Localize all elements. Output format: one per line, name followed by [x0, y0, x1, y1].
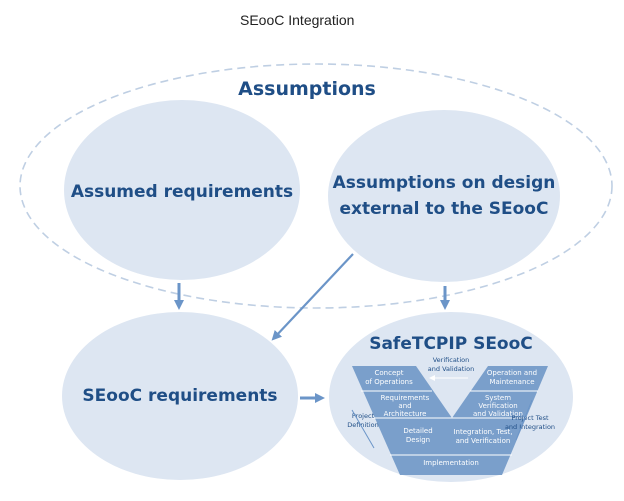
- requirements-line1: Requirements: [381, 394, 430, 402]
- integration-line2: and Verification: [456, 437, 511, 445]
- assumed-requirements-label: Assumed requirements: [71, 182, 293, 202]
- requirements-line3: Architecture: [384, 410, 427, 418]
- system-vv-line3: and Validation: [473, 410, 523, 418]
- system-vv-line2: Verification: [478, 402, 517, 410]
- verification-validation-line2: and Validation: [428, 365, 474, 373]
- concept-line2: of Operations: [365, 378, 413, 386]
- project-definition-line2: Definition: [347, 421, 378, 429]
- detailed-design-line2: Design: [406, 436, 430, 444]
- operation-line1: Operation and: [487, 369, 537, 377]
- assumptions-label: Assumptions: [238, 78, 376, 100]
- assumptions-design-ellipse: [328, 110, 560, 282]
- assumptions-boundary: [19, 63, 613, 309]
- implementation-label: Implementation: [423, 459, 479, 467]
- assumed-requirements-ellipse: [64, 100, 300, 280]
- seooc-requirements-ellipse: [62, 312, 298, 480]
- assumptions-design-line2: external to the SEooC: [340, 199, 549, 219]
- project-definition-arrow: [351, 409, 375, 449]
- seooc-requirements-label: SEooC requirements: [82, 386, 277, 406]
- page-title: SEooC Integration: [240, 12, 355, 28]
- project-test-line1: Project Test: [511, 414, 549, 422]
- v-model: Concept of Operations Requirements and A…: [352, 366, 548, 475]
- arrow-design-to-seooc: [271, 253, 354, 341]
- system-vv-line1: System: [485, 394, 511, 402]
- concept-line1: Concept: [375, 369, 404, 377]
- detailed-design-line1: Detailed: [403, 427, 432, 435]
- safetcpip-title: SafeTCPIP SEooC: [369, 334, 533, 354]
- verification-validation-line1: Verification: [433, 356, 470, 364]
- assumptions-design-line1: Assumptions on design: [333, 173, 556, 193]
- integration-line1: Integration, Test,: [453, 428, 512, 436]
- project-test-line2: and Integration: [505, 423, 555, 431]
- operation-line2: Maintenance: [489, 378, 534, 386]
- requirements-line2: and: [398, 402, 411, 410]
- project-definition-line1: Project: [352, 412, 375, 420]
- v-model-shape: [352, 366, 548, 475]
- project-test-arrow: [515, 399, 533, 441]
